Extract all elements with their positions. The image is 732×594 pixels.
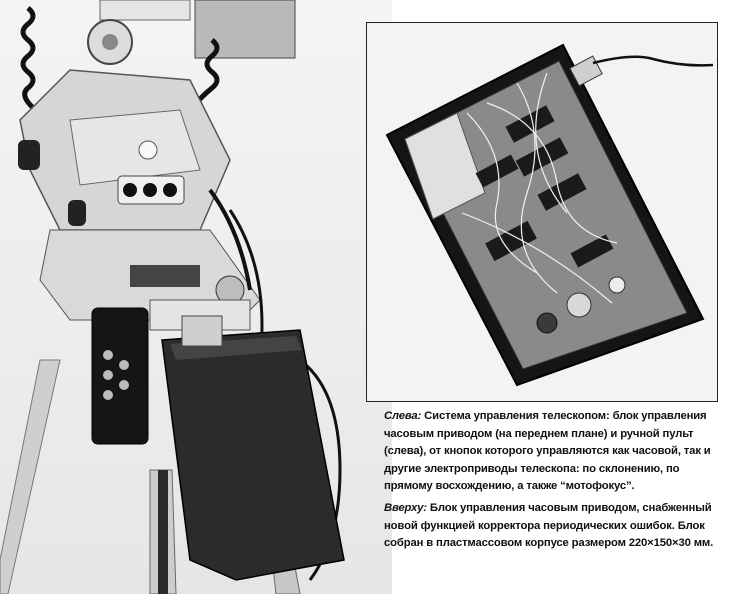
telescope-mount-photo — [0, 0, 392, 594]
chip-2 — [515, 137, 569, 177]
caption-block: Слева: Система управления телескопом: бл… — [384, 408, 724, 557]
drive-control-box — [161, 329, 345, 581]
coiled-cable-left — [20, 6, 40, 114]
caption-top-lead: Вверху: — [384, 501, 430, 514]
tripod-leg-left — [0, 359, 61, 594]
connector-2 — [143, 183, 157, 197]
capacitor-2 — [536, 312, 558, 334]
hand-button-3 — [119, 360, 129, 370]
chip-6 — [570, 234, 614, 268]
hand-button-5 — [119, 380, 129, 390]
hand-button-4 — [103, 390, 113, 400]
chip-3 — [537, 173, 587, 211]
power-cable — [592, 55, 714, 67]
caption-left-text: Система управления телескопом: блок упра… — [384, 410, 711, 493]
hand-controller — [91, 307, 149, 445]
circuit-board-photo — [366, 22, 718, 402]
knob — [138, 140, 158, 160]
connector-1 — [123, 183, 137, 197]
caption-top-text: Блок управления часовым приводом, снабже… — [384, 501, 714, 550]
caption-top: Вверху: Блок управления часовым приводом… — [384, 500, 724, 553]
chip-1 — [505, 105, 555, 143]
capacitor-1 — [566, 292, 592, 318]
hand-button-1 — [103, 350, 113, 360]
chip-5 — [485, 220, 537, 262]
chip-4 — [475, 154, 519, 188]
caption-left-lead: Слева: — [384, 410, 425, 422]
caption-left: Слева: Система управления телескопом: бл… — [384, 408, 724, 496]
connector-3 — [163, 183, 177, 197]
hand-button-2 — [103, 370, 113, 380]
